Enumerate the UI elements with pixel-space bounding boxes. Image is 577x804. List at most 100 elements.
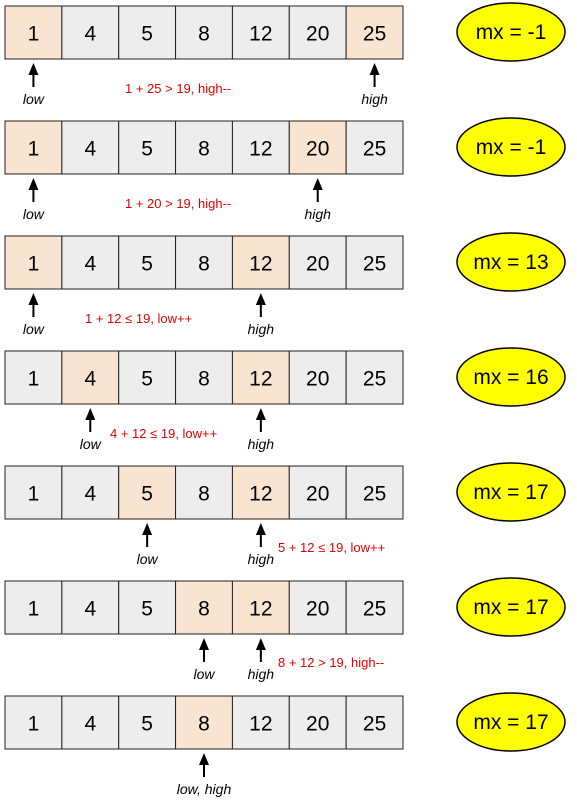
array-cell bbox=[118, 235, 177, 290]
array-cell bbox=[345, 235, 404, 290]
array-cell-highlighted bbox=[288, 120, 347, 175]
pointer-arrow-icon bbox=[255, 523, 266, 535]
pointer-label: low bbox=[23, 91, 45, 107]
array-cell-value: 20 bbox=[306, 368, 329, 391]
array-cell-value: 5 bbox=[141, 713, 153, 736]
array-cell bbox=[4, 695, 63, 750]
array-cell-highlighted bbox=[4, 235, 63, 290]
pointer-label: low bbox=[193, 666, 215, 682]
pointer-label: high bbox=[248, 436, 275, 452]
array-cell bbox=[118, 5, 177, 60]
pointer-arrow-icon bbox=[198, 638, 209, 650]
array-cell-value: 25 bbox=[363, 713, 386, 736]
pointer-label: high bbox=[248, 321, 275, 337]
pointer-label: low bbox=[23, 206, 45, 222]
step-note: 5 + 12 ≤ 19, low++ bbox=[278, 540, 385, 555]
array-cell bbox=[345, 120, 404, 175]
array-cell bbox=[175, 465, 233, 520]
mx-value: mx = 17 bbox=[473, 481, 548, 504]
array-cell bbox=[288, 235, 347, 290]
array-cell-value: 5 bbox=[141, 483, 153, 506]
array-cell-highlighted bbox=[4, 5, 63, 60]
array-cell-value: 4 bbox=[84, 713, 96, 736]
mx-value: mx = -1 bbox=[476, 136, 547, 159]
pointer-arrow-icon bbox=[28, 63, 39, 75]
array-cell-value: 12 bbox=[249, 253, 272, 276]
array-cell-value: 20 bbox=[306, 138, 329, 161]
step-note: 1 + 25 > 19, high-- bbox=[125, 81, 231, 96]
pointer-label: high bbox=[248, 551, 275, 567]
mx-badge bbox=[456, 462, 566, 522]
array-cell-value: 12 bbox=[249, 598, 272, 621]
array-cell bbox=[61, 120, 120, 175]
array-cell bbox=[288, 5, 347, 60]
step-note: 8 + 12 > 19, high-- bbox=[278, 655, 384, 670]
array-cell-highlighted bbox=[61, 350, 120, 405]
mx-badge bbox=[456, 2, 566, 62]
pointer-arrow-icon bbox=[28, 178, 39, 190]
array-cell-value: 12 bbox=[249, 138, 272, 161]
array-cell-highlighted bbox=[231, 350, 290, 405]
array-cell-value: 12 bbox=[249, 483, 272, 506]
array-cell-value: 1 bbox=[28, 253, 40, 276]
array-cell-value: 4 bbox=[84, 598, 96, 621]
array-cell-value: 20 bbox=[306, 483, 329, 506]
array-cell-value: 1 bbox=[28, 138, 40, 161]
array-cell-value: 25 bbox=[363, 368, 386, 391]
pointer-arrow-icon bbox=[28, 293, 39, 305]
array-cell-value: 8 bbox=[198, 483, 210, 506]
array-cell-highlighted bbox=[175, 695, 233, 750]
array-cell bbox=[345, 580, 404, 635]
array-cell-value: 8 bbox=[198, 713, 210, 736]
pointer-label: low bbox=[23, 321, 45, 337]
array-cell bbox=[118, 350, 177, 405]
pointer-label: low, high bbox=[177, 781, 232, 797]
array-cell-value: 20 bbox=[306, 23, 329, 46]
mx-value: mx = 16 bbox=[473, 366, 548, 389]
array-cell-value: 8 bbox=[198, 138, 210, 161]
mx-badge bbox=[456, 692, 566, 752]
array-cell-value: 4 bbox=[84, 368, 96, 391]
array-cell-value: 20 bbox=[306, 253, 329, 276]
array-cell-value: 1 bbox=[28, 713, 40, 736]
array-cell bbox=[61, 235, 120, 290]
step-note: 4 + 12 ≤ 19, low++ bbox=[110, 426, 217, 441]
array-cell bbox=[175, 120, 233, 175]
array-cell bbox=[345, 465, 404, 520]
mx-badge bbox=[456, 117, 566, 177]
array-cell bbox=[61, 465, 120, 520]
pointer-arrow-icon bbox=[369, 63, 380, 75]
array-cell-value: 8 bbox=[198, 23, 210, 46]
array-cell bbox=[118, 695, 177, 750]
array-cell-value: 25 bbox=[363, 138, 386, 161]
array-cell-value: 5 bbox=[141, 598, 153, 621]
array-cell-value: 1 bbox=[28, 598, 40, 621]
array-cell-value: 12 bbox=[249, 713, 272, 736]
pointer-label: high bbox=[361, 91, 388, 107]
array-cell bbox=[4, 465, 63, 520]
array-cell-value: 12 bbox=[249, 23, 272, 46]
array-cell bbox=[175, 235, 233, 290]
array-cell bbox=[61, 580, 120, 635]
pointer-arrow-icon bbox=[142, 523, 153, 535]
pointer-arrow-icon bbox=[255, 408, 266, 420]
array-cell-value: 12 bbox=[249, 368, 272, 391]
pointer-label: low bbox=[137, 551, 159, 567]
pointer-arrow-icon bbox=[255, 293, 266, 305]
mx-badge bbox=[456, 347, 566, 407]
array-cell bbox=[231, 695, 290, 750]
array-cell-value: 25 bbox=[363, 598, 386, 621]
array-cell bbox=[288, 465, 347, 520]
array-cell bbox=[288, 580, 347, 635]
array-cell-value: 5 bbox=[141, 253, 153, 276]
step-note: 1 + 12 ≤ 19, low++ bbox=[85, 311, 192, 326]
array-cell bbox=[61, 695, 120, 750]
array-cell-value: 1 bbox=[28, 368, 40, 391]
array-cell bbox=[4, 350, 63, 405]
pointer-arrow-icon bbox=[198, 753, 209, 765]
pointer-arrow-icon bbox=[85, 408, 96, 420]
